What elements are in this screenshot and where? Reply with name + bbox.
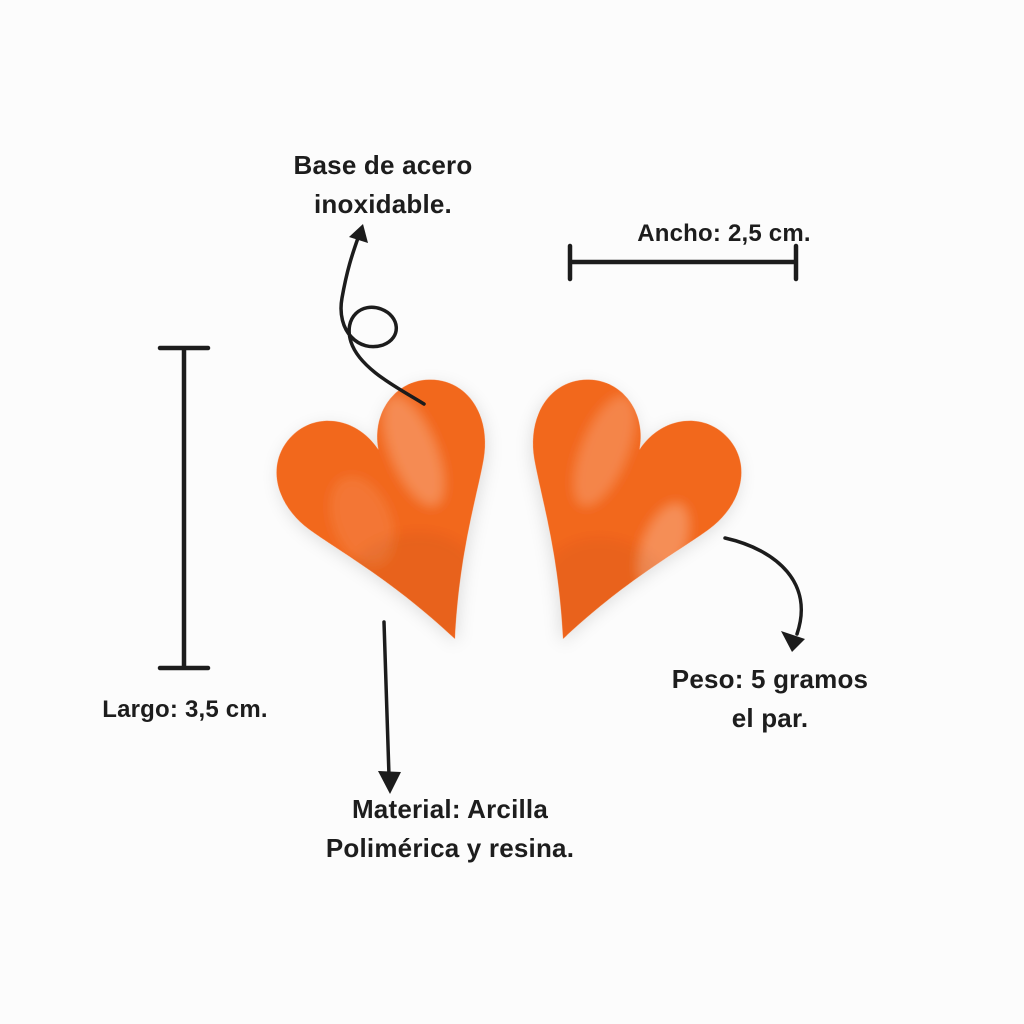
width-measure-line <box>567 243 799 282</box>
measure-lines <box>157 243 799 671</box>
weight-label: Peso: 5 gramos el par. <box>671 664 869 733</box>
heart-earring-right <box>463 363 758 680</box>
swirl-arrow-line <box>339 236 426 406</box>
swirl-arrowhead-icon <box>349 224 368 243</box>
width-label: Ancho: 2,5 cm. <box>637 220 811 247</box>
length-label: Largo: 3,5 cm. <box>102 696 268 723</box>
material-arrowhead-icon <box>378 771 401 794</box>
material-arrow-line <box>382 620 391 778</box>
gloss-highlight-icon <box>381 394 446 508</box>
arrowheads <box>349 224 805 794</box>
peso-arrowhead-icon <box>781 631 805 652</box>
annotation-lines <box>157 236 803 778</box>
base-material-label: Base de acero inoxidable. <box>293 150 473 219</box>
material-label: Material: Arcilla Polimérica y resina. <box>325 794 575 863</box>
gloss-highlight-icon <box>572 394 637 508</box>
length-measure-line <box>157 345 211 671</box>
heart-earring-left <box>260 363 555 680</box>
peso-arrow-line <box>723 536 803 636</box>
